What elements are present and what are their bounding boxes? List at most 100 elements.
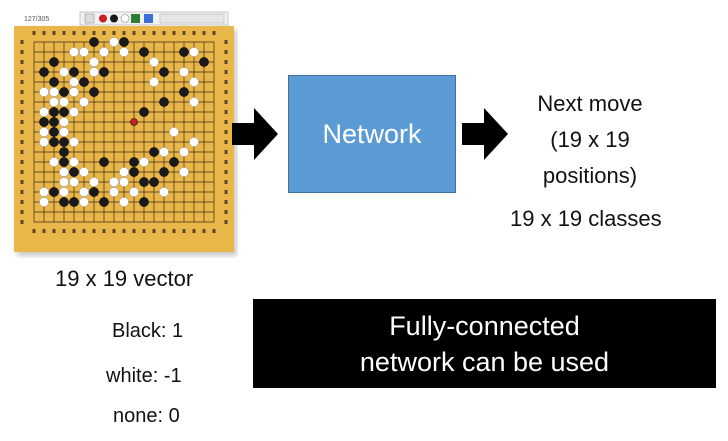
black-stone <box>59 137 69 147</box>
black-stone <box>89 187 99 197</box>
white-stone <box>79 47 89 57</box>
white-stone <box>189 77 199 87</box>
black-stone <box>149 147 159 157</box>
white-stone <box>59 67 69 77</box>
black-stone <box>49 187 59 197</box>
white-stone <box>189 97 199 107</box>
black-stone <box>39 117 49 127</box>
black-stone <box>139 47 149 57</box>
board-vector-label: 19 x 19 vector <box>55 266 194 291</box>
white-stone <box>79 167 89 177</box>
output-arrow-icon <box>462 108 508 160</box>
white-stone <box>119 197 129 207</box>
black-stone <box>89 37 99 47</box>
go-board: 127/305 <box>14 11 234 252</box>
black-stone <box>139 177 149 187</box>
white-stone <box>59 97 69 107</box>
black-stone <box>59 107 69 117</box>
white-stone <box>69 77 79 87</box>
white-stone <box>179 167 189 177</box>
white-stone <box>149 57 159 67</box>
black-stone <box>79 77 89 87</box>
white-stone <box>69 157 79 167</box>
white-stone <box>119 177 129 187</box>
white-stone <box>159 187 169 197</box>
white-stone <box>59 167 69 177</box>
white-stone <box>79 187 89 197</box>
classes-label: 19 x 19 classes <box>510 206 662 231</box>
black-stone <box>139 107 149 117</box>
black-stone <box>159 167 169 177</box>
white-stone <box>179 147 189 157</box>
white-stone <box>69 47 79 57</box>
white-stone <box>59 117 69 127</box>
black-stone <box>179 47 189 57</box>
black-stone <box>49 107 59 117</box>
black-stone <box>99 67 109 77</box>
note-line: Fully-connected <box>389 310 580 341</box>
network-box: Network <box>288 75 456 193</box>
black-stone <box>199 57 209 67</box>
next-move-line: positions) <box>542 163 638 188</box>
note-line: network can be used <box>359 346 610 377</box>
white-stone <box>179 67 189 77</box>
black-stone <box>139 197 149 207</box>
black-stone <box>39 67 49 77</box>
white-stone <box>69 107 79 117</box>
black-stone <box>49 127 59 137</box>
black-stone <box>59 197 69 207</box>
white-encoding: white: -1 <box>106 365 182 387</box>
black-stone <box>49 77 59 87</box>
none-encoding: none: 0 <box>113 405 180 427</box>
black-stone <box>129 157 139 167</box>
next-move-label: Next move (19 x 19 positions) <box>520 86 660 194</box>
next-move-line: Next move <box>537 91 643 116</box>
white-stone <box>169 127 179 137</box>
black-stone <box>159 97 169 107</box>
last-move-marker <box>130 118 138 126</box>
input-arrow-icon <box>232 108 278 160</box>
black-stone <box>89 87 99 97</box>
white-stone <box>189 47 199 57</box>
white-stone <box>129 187 139 197</box>
white-stone <box>99 47 109 57</box>
white-stone <box>39 187 49 197</box>
black-stone <box>69 197 79 207</box>
black-stone <box>129 167 139 177</box>
next-move-line: (19 x 19 <box>550 127 630 152</box>
network-label: Network <box>322 118 422 149</box>
white-stone <box>39 107 49 117</box>
white-stone <box>149 77 159 87</box>
black-stone <box>69 167 79 177</box>
fully-connected-note: Fully-connected network can be used <box>253 299 716 388</box>
black-stone <box>149 177 159 187</box>
board-coordinates <box>20 31 228 233</box>
white-stone <box>109 187 119 197</box>
white-stone <box>39 197 49 207</box>
black-stone <box>119 37 129 47</box>
white-stone <box>39 127 49 137</box>
white-stone <box>119 167 129 177</box>
go-board-image: 127/305 <box>10 6 238 258</box>
white-stone <box>49 97 59 107</box>
black-stone <box>179 87 189 97</box>
black-stone <box>59 157 69 167</box>
white-stone <box>79 97 89 107</box>
black-stone <box>99 157 109 167</box>
black-encoding: Black: 1 <box>112 320 184 342</box>
black-stone <box>49 117 59 127</box>
black-stone <box>169 157 179 167</box>
black-stone <box>49 57 59 67</box>
board-stones <box>39 37 209 207</box>
black-stone <box>49 137 59 147</box>
black-stone <box>159 67 169 77</box>
white-stone <box>159 147 169 157</box>
white-stone <box>39 87 49 97</box>
white-stone <box>189 137 199 147</box>
white-stone <box>59 187 69 197</box>
white-stone <box>59 127 69 137</box>
white-stone <box>49 87 59 97</box>
white-stone <box>139 157 149 167</box>
black-stone <box>59 87 69 97</box>
white-stone <box>109 177 119 187</box>
